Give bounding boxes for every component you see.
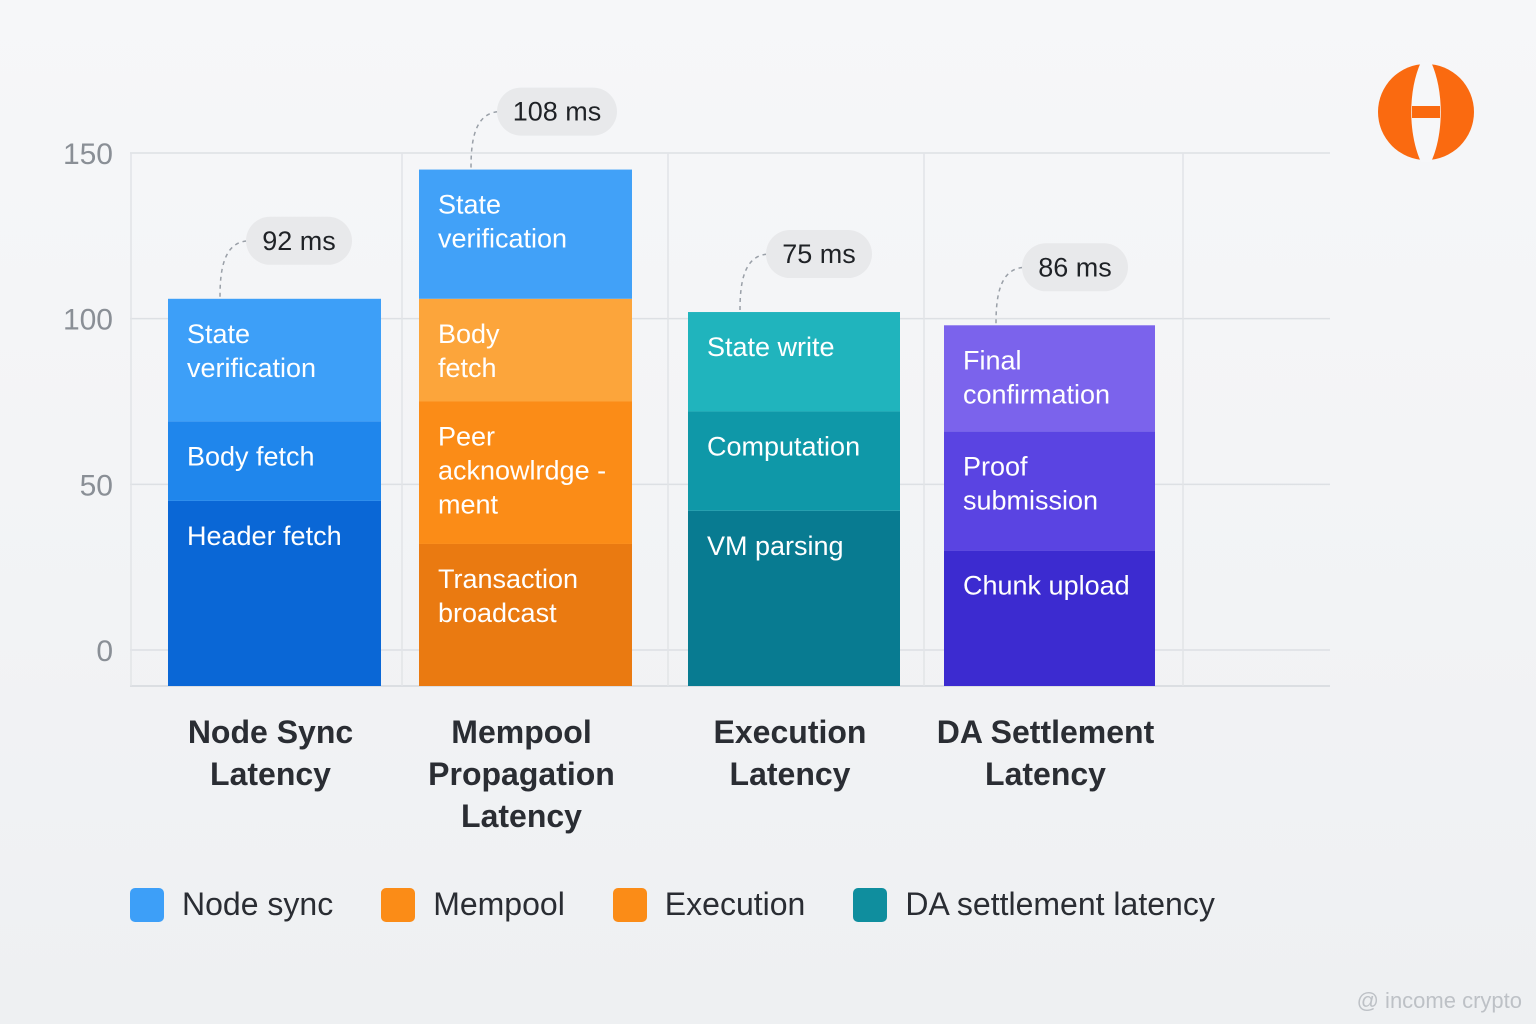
legend-label: DA settlement latency (905, 886, 1215, 922)
segment-label: Proof (963, 451, 1028, 481)
category-label: Propagation (428, 756, 615, 792)
callout-leader (739, 253, 771, 311)
category-label: DA Settlement (937, 714, 1155, 750)
y-axis-ticks: 0 50 100 150 (63, 138, 113, 668)
watermark: @ income crypto (1356, 988, 1522, 1013)
legend-label: Mempool (433, 886, 565, 922)
segment-label: Body fetch (187, 441, 315, 471)
segment-label: verification (438, 224, 567, 254)
category-label: Node Sync (188, 714, 353, 750)
total-pill (246, 216, 352, 265)
segment-label: broadcast (438, 598, 557, 628)
segment-label: verification (187, 353, 316, 383)
legend-swatch (130, 887, 164, 922)
segment-label: Body (438, 319, 500, 349)
segment-label: Header fetch (187, 521, 342, 551)
category-labels: Node SyncLatencyMempoolPropagationLatenc… (188, 714, 1155, 834)
segment-label: fetch (438, 353, 497, 383)
bar-segment (688, 411, 900, 511)
callout-leader (470, 110, 502, 168)
bar-segment (944, 431, 1155, 551)
legend-swatch (612, 887, 647, 922)
bar-segment (168, 421, 381, 501)
bar-segment (419, 401, 632, 544)
segment-label: State write (707, 332, 835, 362)
total-label: 86 ms (1038, 252, 1112, 282)
legend-item: Execution (612, 886, 806, 923)
total-label: 92 ms (262, 226, 336, 256)
category-label: Latency (985, 756, 1106, 792)
orange-split-circle-logo (1378, 62, 1474, 162)
y-tick-label: 50 (80, 469, 113, 502)
segment-label: Computation (707, 431, 860, 461)
category-label: Latency (210, 756, 331, 792)
bar-segment (419, 543, 632, 686)
segment-label: acknowlrdge - (438, 456, 606, 486)
y-tick-label: 0 (96, 635, 113, 668)
legend-item: Mempool (381, 886, 565, 923)
segment-label: Chunk upload (963, 571, 1130, 601)
legend-item: Node sync (130, 886, 333, 923)
segment-label: Transaction (438, 564, 578, 594)
category-label: Execution (714, 714, 867, 750)
segment-label: confirmation (963, 379, 1110, 409)
bar-segment (168, 500, 381, 686)
segment-label: State (438, 190, 501, 220)
total-pill (766, 230, 872, 279)
segment-label: Peer (438, 422, 495, 452)
category-label: Mempool (451, 714, 591, 750)
legend: Node sync Mempool Execution DA settlement l… (130, 886, 1263, 923)
bar-segment (419, 169, 632, 299)
callout-leader (219, 240, 251, 297)
bar-segment (419, 298, 632, 402)
callout-leader (995, 266, 1027, 324)
segment-label: VM parsing (707, 531, 844, 561)
total-callouts: 92 ms 108 ms 75 ms 86 ms (219, 87, 1128, 324)
category-label: Latency (461, 798, 582, 834)
total-label: 108 ms (513, 97, 602, 127)
bar-segment (168, 298, 381, 422)
segment-label: Final (963, 345, 1022, 375)
bars: Header fetch Body fetch State verificationT… (168, 169, 1155, 686)
total-pill (497, 87, 617, 136)
bar-segment (944, 550, 1155, 686)
legend-label: Node sync (182, 886, 334, 922)
segment-label: State (187, 319, 250, 349)
bar-segment (944, 325, 1155, 432)
legend-swatch (381, 887, 416, 922)
legend-item: DA settlement latency (853, 886, 1215, 923)
y-tick-label: 150 (63, 138, 113, 171)
total-label: 75 ms (782, 239, 856, 269)
segment-label: submission (963, 485, 1098, 515)
segment-label: ment (438, 490, 499, 520)
legend-swatch (853, 887, 888, 922)
bar-segment (688, 312, 900, 412)
y-tick-label: 100 (63, 304, 113, 337)
bar-segment (688, 510, 900, 686)
category-label: Latency (730, 756, 851, 792)
legend-label: Execution (664, 886, 806, 922)
total-pill (1022, 243, 1128, 292)
